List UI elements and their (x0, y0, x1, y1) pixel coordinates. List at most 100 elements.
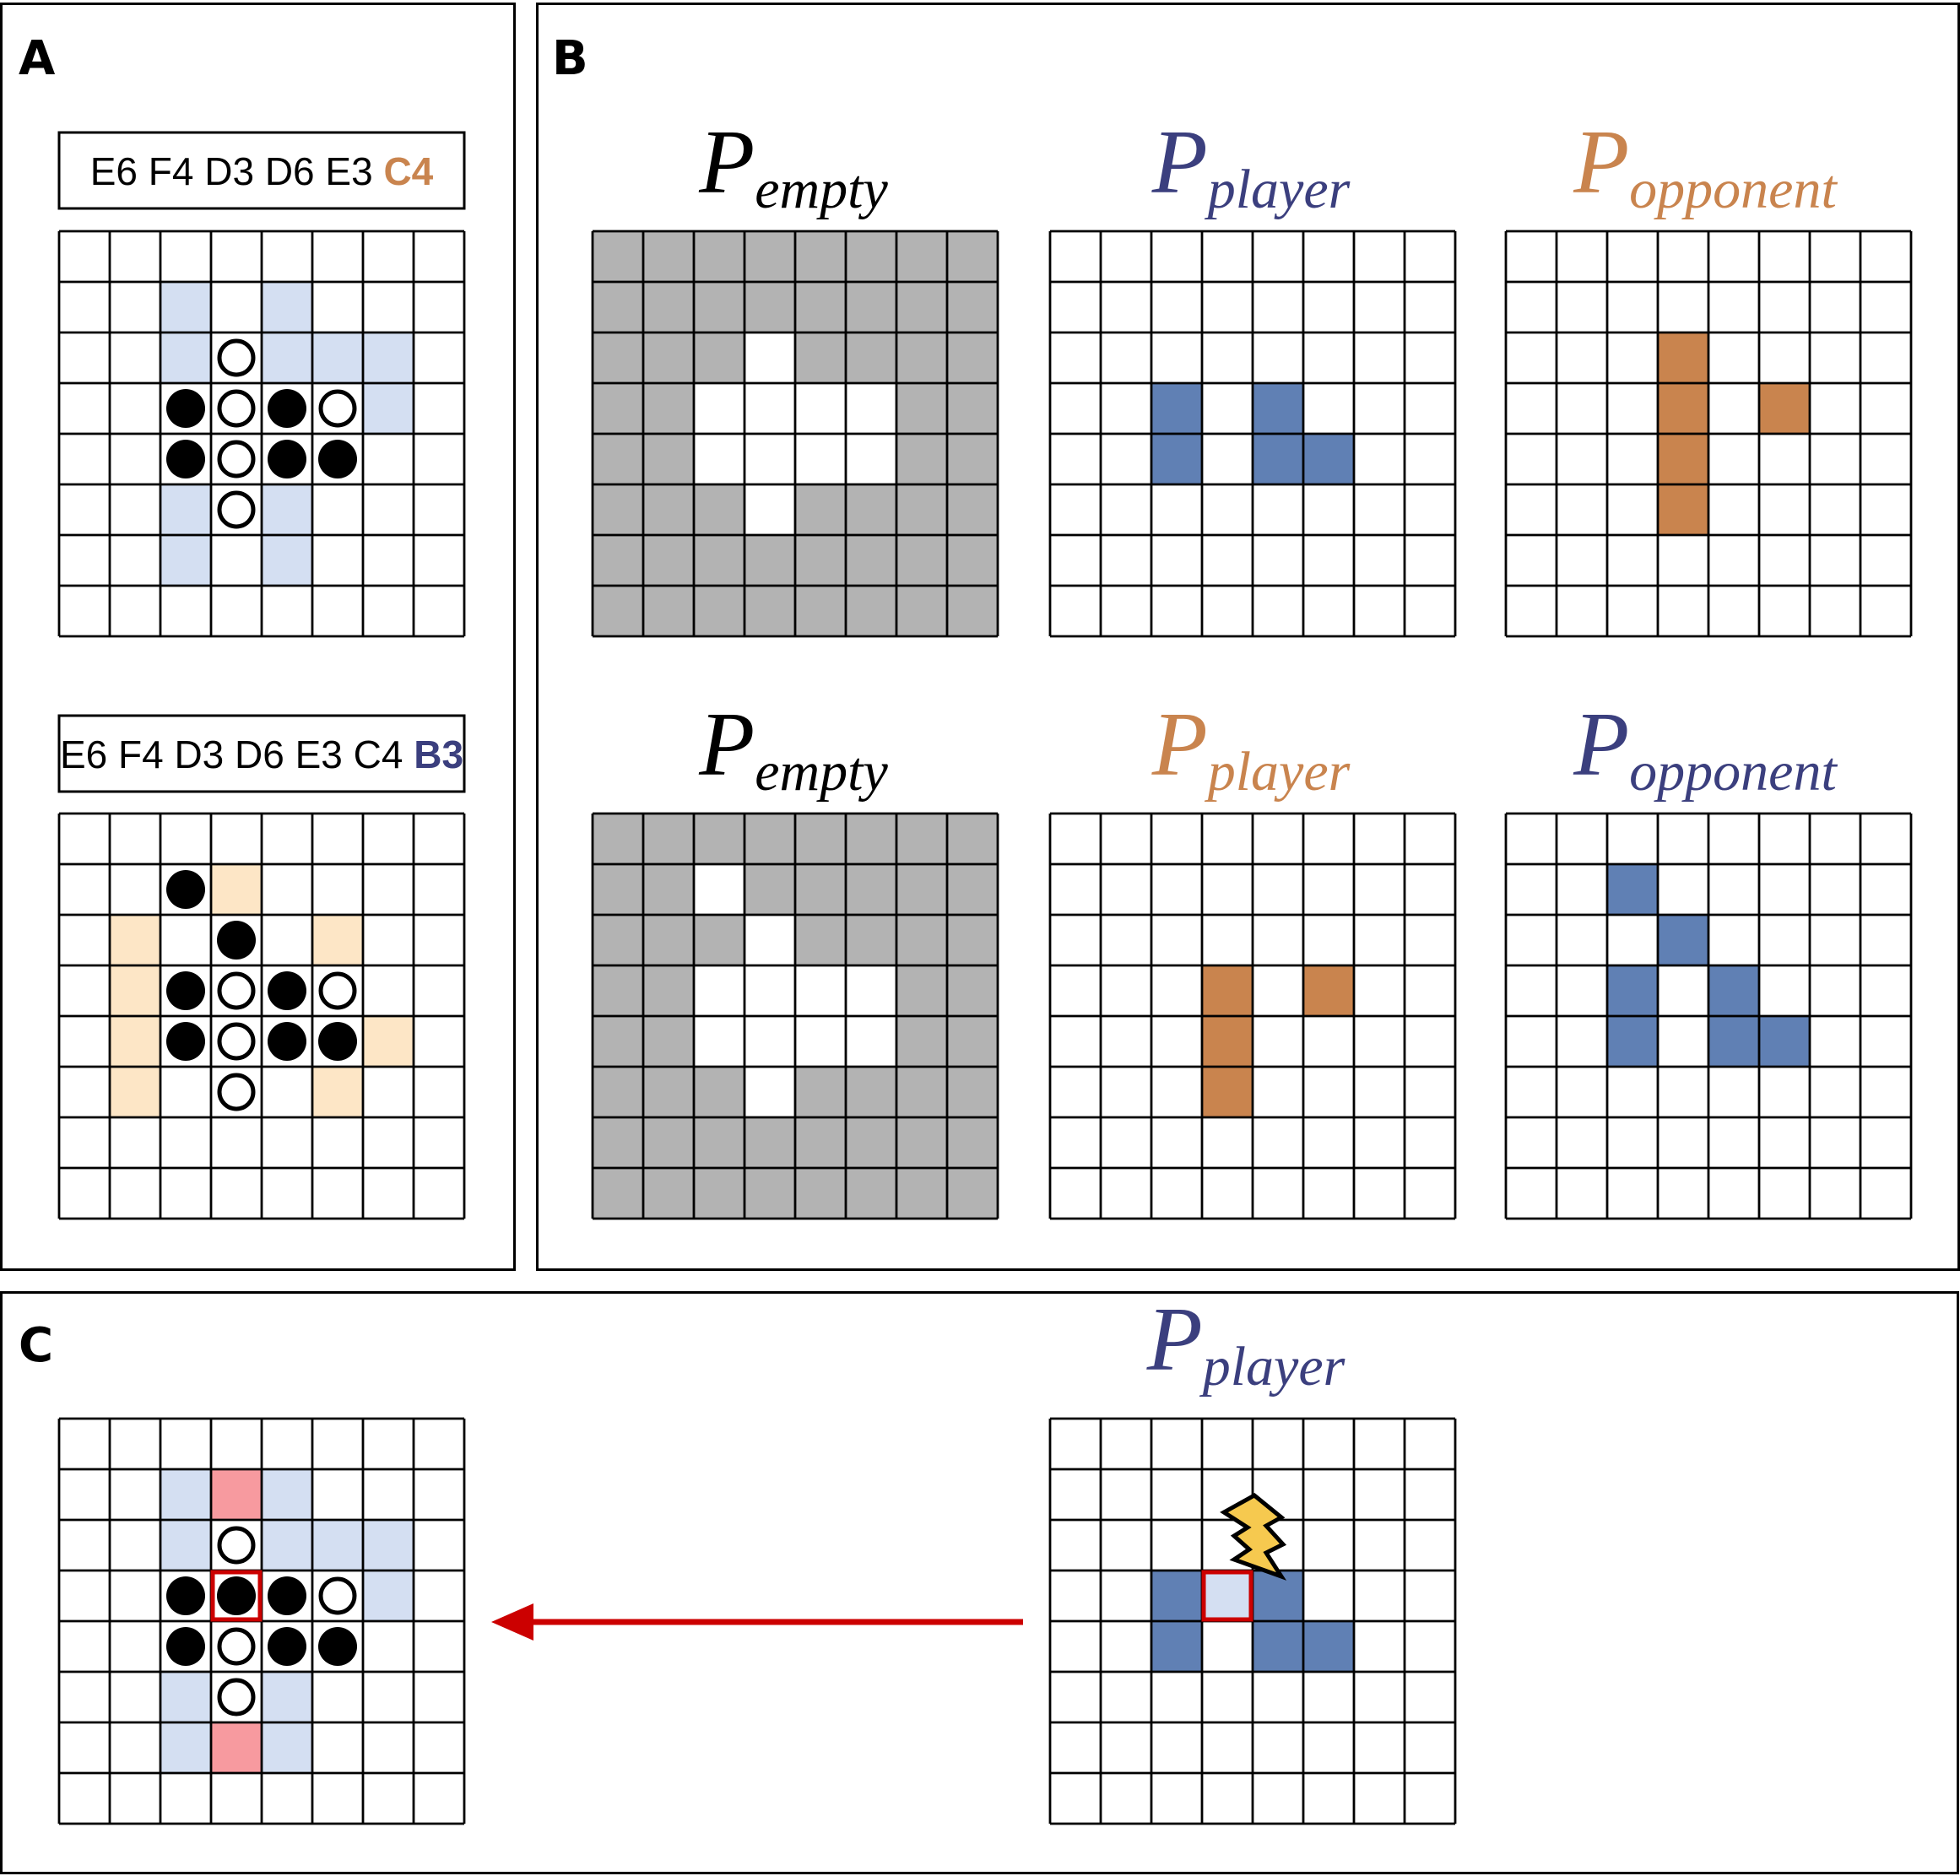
occupied-cell (643, 915, 694, 965)
probe-cell (1658, 915, 1708, 965)
occupied-cell (694, 1117, 744, 1168)
occupied-cell (846, 1117, 896, 1168)
intervened-board (57, 1417, 466, 1825)
occupied-cell (947, 864, 998, 915)
legal-move-cell (312, 332, 363, 383)
occupied-cell (846, 814, 896, 864)
black-disc (268, 971, 306, 1010)
occupied-cell (947, 282, 998, 332)
legal-move-cell (160, 1722, 211, 1773)
occupied-cell (744, 535, 795, 586)
occupied-cell (947, 965, 998, 1016)
occupied-cell (896, 332, 947, 383)
occupied-cell (593, 915, 643, 965)
occupied-cell (896, 231, 947, 282)
occupied-cell (643, 814, 694, 864)
occupied-cell (947, 1117, 998, 1168)
next-move-1: C4 (383, 149, 433, 193)
legal-move-cell (363, 332, 414, 383)
probe-cell (1303, 434, 1354, 484)
legal-move-cell (262, 1722, 312, 1773)
probe-empty-board-2 (591, 812, 999, 1220)
black-disc (268, 1022, 306, 1061)
occupied-cell (896, 1067, 947, 1117)
occupied-cell (694, 231, 744, 282)
black-disc (268, 1627, 306, 1666)
legal-move-cell (262, 1469, 312, 1520)
panel-c-label: C (19, 1318, 53, 1373)
occupied-cell (643, 434, 694, 484)
white-disc (217, 1627, 256, 1666)
legal-move-cell (363, 1520, 414, 1571)
occupied-cell (947, 434, 998, 484)
legal-move-cell (160, 1672, 211, 1722)
occupied-cell (593, 1117, 643, 1168)
probe-cell (1253, 1621, 1303, 1672)
occupied-cell (643, 864, 694, 915)
legal-move-cell (160, 282, 211, 332)
occupied-cell (643, 1117, 694, 1168)
occupied-cell (795, 231, 846, 282)
occupied-cell (593, 586, 643, 636)
occupied-cell (947, 915, 998, 965)
probe-cell (1658, 383, 1708, 434)
occupied-cell (896, 535, 947, 586)
black-disc (166, 1022, 205, 1061)
occupied-cell (744, 864, 795, 915)
probe-cell (1253, 434, 1303, 484)
occupied-cell (795, 586, 846, 636)
legal-move-cell (312, 1520, 363, 1571)
occupied-cell (694, 535, 744, 586)
occupied-cell (896, 814, 947, 864)
occupied-cell (947, 383, 998, 434)
probe-cell (1202, 1067, 1253, 1117)
occupied-cell (643, 282, 694, 332)
legal-move-cell (262, 484, 312, 535)
occupied-cell (593, 231, 643, 282)
white-disc (217, 440, 256, 478)
probe-cell (1607, 1016, 1658, 1067)
legal-move-cell (110, 1016, 160, 1067)
probe-cell (1303, 965, 1354, 1016)
panel-b-frame (536, 3, 1960, 1271)
changed-legal-move-cell (211, 1469, 262, 1520)
probe-player-board-2 (1048, 812, 1457, 1220)
intervened-cell (1202, 1571, 1253, 1621)
probe-cell (1253, 383, 1303, 434)
legal-move-cell (312, 1067, 363, 1117)
probe-cell (1151, 383, 1202, 434)
probe-cell (1708, 1016, 1759, 1067)
occupied-cell (896, 864, 947, 915)
probe-cell (1658, 434, 1708, 484)
occupied-cell (947, 535, 998, 586)
title-p-opponent-1: Popponent (1573, 112, 1838, 220)
title-p-player-1: Pplayer (1151, 112, 1351, 220)
legal-move-cell (312, 915, 363, 965)
intervened-square-highlight (1201, 1570, 1253, 1622)
occupied-cell (896, 1016, 947, 1067)
probe-empty-board-1 (591, 230, 999, 638)
panel-a-label: A (19, 31, 56, 86)
black-disc (166, 1627, 205, 1666)
probe-cell (1607, 965, 1658, 1016)
occupied-cell (694, 1067, 744, 1117)
black-disc (166, 440, 205, 478)
panel-b-label: B (552, 31, 588, 86)
black-disc (166, 870, 205, 909)
legal-move-cell (160, 535, 211, 586)
legal-move-cell (160, 1520, 211, 1571)
occupied-cell (947, 586, 998, 636)
occupied-cell (846, 1067, 896, 1117)
board-after-sequence-2 (57, 812, 466, 1220)
black-disc (268, 1576, 306, 1615)
occupied-cell (846, 586, 896, 636)
occupied-cell (896, 434, 947, 484)
occupied-cell (744, 1117, 795, 1168)
occupied-cell (846, 864, 896, 915)
occupied-cell (795, 915, 846, 965)
white-disc (217, 490, 256, 529)
occupied-cell (643, 1168, 694, 1219)
occupied-cell (846, 282, 896, 332)
occupied-cell (694, 484, 744, 535)
black-disc (318, 1627, 357, 1666)
